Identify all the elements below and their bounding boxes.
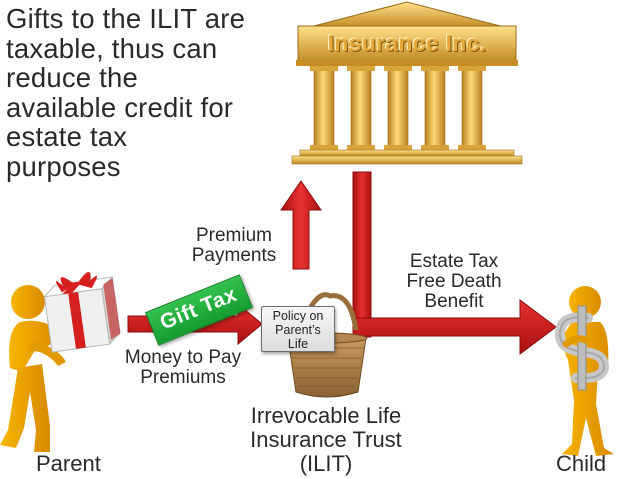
premium-payments-arrow: [280, 180, 322, 270]
label-line: Premium: [195, 225, 272, 246]
bank-building-icon: [291, 1, 523, 165]
ilit-label: Irrevocable Life Insurance Trust (ILIT): [240, 404, 412, 476]
headline-line: purposes: [6, 150, 121, 182]
label-line: Parent’s: [275, 323, 321, 337]
child-label: Child: [556, 451, 607, 476]
label-line: Premiums: [140, 367, 226, 388]
death-benefit-arrow: [352, 171, 557, 355]
label-line: Payments: [191, 245, 277, 266]
money-to-pay-label: Money to Pay Premiums: [110, 348, 256, 388]
bank-name-label: Insurance Inc.: [327, 30, 487, 56]
headline-text: Gifts to the ILIT are taxable, thus can …: [6, 4, 296, 181]
label-line: Irrevocable Life: [250, 403, 402, 428]
person-with-dollar-icon: [554, 286, 614, 456]
parent-label: Parent: [36, 451, 101, 476]
label-line: Policy on: [272, 309, 324, 323]
death-benefit-label: Estate Tax Free Death Benefit: [392, 252, 516, 312]
person-with-gift-icon: [0, 271, 121, 452]
headline-line: Gifts to the ILIT are: [6, 3, 246, 34]
headline-line: available credit for: [6, 91, 234, 123]
policy-card: Policy on Parent’s Life: [261, 306, 335, 352]
label-line: (ILIT): [299, 451, 353, 476]
label-line: Insurance Trust: [250, 427, 402, 452]
headline-line: taxable, thus can: [6, 32, 218, 64]
label-line: Estate Tax: [409, 251, 499, 272]
headline-line: estate tax: [6, 121, 128, 152]
label-line: Life: [287, 337, 309, 351]
label-line: Money to Pay: [124, 347, 242, 368]
headline-line: reduce the: [6, 62, 138, 93]
premium-payments-label: Premium Payments: [186, 226, 282, 266]
label-line: Free Death: [406, 271, 502, 292]
label-line: Benefit: [424, 291, 484, 312]
